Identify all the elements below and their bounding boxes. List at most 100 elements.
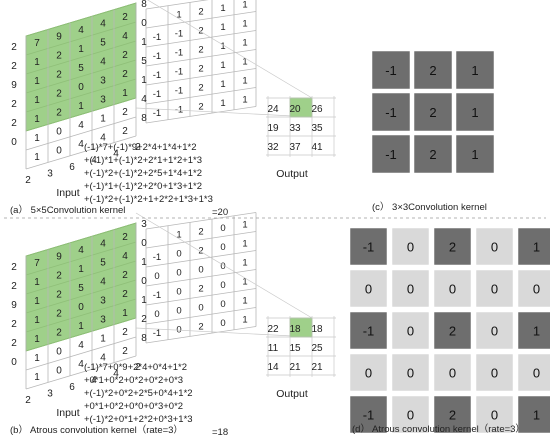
panel-b-layer1-value: 0 (141, 238, 147, 249)
panel-b-layer2-value: 1 (176, 230, 181, 241)
panel-d-cell-value: 0 (491, 366, 498, 381)
panel-a-layer1-value: 1 (141, 37, 147, 48)
panel-a-grid-hline (25, 21, 137, 56)
panel-d-cell (433, 311, 472, 350)
panel-a-input-value: 3 (100, 75, 106, 86)
panel-c-cell (413, 50, 453, 90)
panel-a-grid-hline (25, 2, 137, 37)
panel-b-layer2-value: 0 (220, 223, 225, 234)
panel-a-output-value: 41 (311, 142, 323, 153)
panel-a-input-label: Input (56, 187, 79, 199)
panel-a-input-value: 5 (100, 37, 106, 48)
panel-a-layer2-value: -1 (175, 48, 183, 59)
panel-a-input-value: 1 (100, 113, 106, 124)
panel-b-output-value: 18 (289, 324, 301, 335)
panel-a-bottom-value: 3 (47, 168, 53, 179)
panel-b-left-value: 2 (11, 338, 17, 349)
panel-b-input-value: 4 (78, 340, 84, 351)
panel-b-layer1-value: 1 (141, 257, 147, 268)
panel-a-input-value: 2 (56, 108, 62, 119)
panel-d-cell (517, 269, 550, 308)
panel-d-cell-value: 2 (449, 324, 456, 339)
panel-d-cell-value: 0 (491, 324, 498, 339)
panel-d-cell (433, 353, 472, 392)
panel-b-output-value: 11 (268, 343, 279, 354)
panel-a-layer2-hline (145, 106, 257, 124)
panel-a-output-value: 32 (267, 142, 279, 153)
panel-c-cell (371, 50, 411, 90)
panel-a-input-value: 1 (34, 152, 40, 163)
panel-a-layer2-value: 2 (198, 63, 203, 74)
panel-b-layer2-hline (145, 231, 257, 249)
panel-b-left-value: 2 (11, 262, 17, 273)
panel-b-grid-hline (25, 298, 137, 333)
panel-c-cell-value: 2 (429, 147, 436, 162)
panel-b-input-value: 2 (56, 309, 62, 320)
panel-a-input-value: 0 (56, 127, 62, 138)
panel-d-cell-value: 0 (533, 282, 540, 297)
panel-a-layer2-value: 2 (198, 101, 203, 112)
panel-a-formula-line: +(-1)*1+(-1)*2+2*0+1*3+1*2 (84, 181, 202, 192)
panel-d-cell (391, 269, 430, 308)
panel-a-input-value: 1 (34, 76, 40, 87)
panel-a-layer2-hline (145, 87, 257, 105)
panel-a-formula-line: (-1)*7+(-1)*9+2*4+1*4+1*2 (84, 142, 197, 153)
panel-b-layer2-value: 0 (176, 249, 181, 260)
panel-b-layer2-hline (145, 326, 257, 344)
panel-a-layer1-value: 4 (141, 94, 147, 105)
panel-d-cell (349, 269, 388, 308)
panel-d-cell (517, 227, 550, 266)
panel-d-cell-value: 0 (407, 324, 414, 339)
panel-b-layer1-value: 0 (141, 276, 147, 287)
panel-b-layer2-hline (145, 288, 257, 306)
panel-a-bottom-value: 6 (69, 162, 75, 173)
panel-d-cell (475, 227, 514, 266)
panel-c-cell-value: 2 (429, 105, 436, 120)
panel-a-grid-hline (25, 59, 137, 94)
panel-b-input-value: 1 (78, 264, 84, 275)
panel-b-formula-line: (-1)*7+0*9+2*4+0*4+1*2 (84, 362, 187, 373)
panel-a-proj-line (135, 107, 313, 118)
panel-a-output-value: 24 (267, 104, 279, 115)
panel-b-layer2-hline (145, 212, 257, 230)
panel-d-cell (391, 353, 430, 392)
panel-b-layer2-value: 1 (242, 258, 247, 269)
panel-b-input-value: 0 (56, 347, 62, 358)
panel-a-left-value: 2 (11, 118, 17, 129)
panel-a-layer2-value: 1 (176, 10, 181, 21)
panel-b-input-value: 2 (122, 232, 128, 243)
panel-b-layer2-value: 0 (220, 318, 225, 329)
panel-b-input-value: 1 (100, 333, 106, 344)
panel-a-input-value: 0 (78, 82, 84, 93)
panel-a-layer2-value: 1 (242, 19, 247, 30)
panel-d-cell (349, 395, 388, 434)
panel-a-caption: (a） 5×5Convolution kernel (10, 204, 125, 216)
panel-a-input-value: 1 (34, 95, 40, 106)
panel-b-output-value: 22 (267, 324, 279, 335)
panel-a-grid-hline (25, 116, 137, 151)
panel-b-input-value: 4 (100, 238, 106, 249)
panel-b-layer2-value: 1 (242, 296, 247, 307)
panel-b-input-value: 2 (122, 346, 128, 357)
panel-b-layer2-hline (145, 250, 257, 268)
panel-b-input-value: 1 (78, 321, 84, 332)
panel-b-layer2-value: 0 (220, 242, 225, 253)
panel-a-input-value: 2 (122, 107, 128, 118)
panel-a-layer2-value: 1 (242, 95, 247, 106)
panel-b-input-value: 1 (34, 277, 40, 288)
panel-b-layer2-value: 1 (242, 315, 247, 326)
panel-c-cell (455, 134, 495, 174)
panel-a-layer2-value: 1 (242, 57, 247, 68)
panel-b-grid-hline (25, 241, 137, 276)
panel-a-diagram: 1211-1-1211-1-1211-1-1211-1-1211-1-12118… (10, 0, 336, 218)
panel-c-cell-value: -1 (385, 147, 397, 162)
panel-b-layer2-value: 2 (198, 321, 203, 332)
panel-b-input-value: 1 (34, 334, 40, 345)
panel-b-layer2-value: 2 (198, 226, 203, 237)
panel-d-cell-value: 0 (407, 282, 414, 297)
panel-b-output-value: 25 (311, 343, 323, 354)
panel-a-layer2-value: -1 (175, 86, 183, 97)
panel-b-input-value: 3 (100, 314, 106, 325)
panel-a-input-value: 4 (122, 31, 128, 42)
